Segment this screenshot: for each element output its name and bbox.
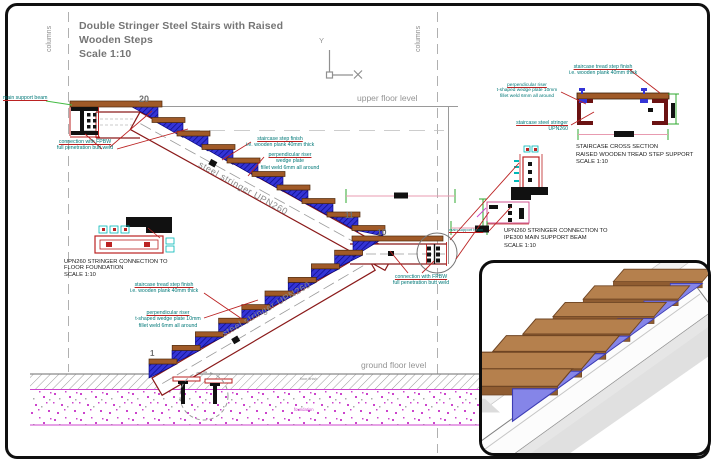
foundation-label: foundation xyxy=(294,407,314,412)
fpbw-connection-label-right: connection with FPBW full penetration bu… xyxy=(392,274,450,287)
drawing-border-frame xyxy=(5,3,710,459)
cs-tread-finish-label: staircase tread step finish i.e. wooden … xyxy=(568,64,638,77)
ground-floor-level-label: ground floor level xyxy=(361,360,427,370)
foundation-detail-caption: UPN260 STRINGER CONNECTION TO FLOOR FOUN… xyxy=(64,259,168,278)
main-support-beam-label-left: main support beam xyxy=(3,95,48,101)
dimension-lines xyxy=(345,189,489,235)
landing-detail-circle xyxy=(416,232,458,274)
title-line-3: Scale 1:10 xyxy=(79,48,132,60)
landing-stringer xyxy=(350,242,447,266)
main-beam-connection-detail xyxy=(45,100,100,138)
step-number-1: 1 xyxy=(150,349,155,358)
ipe300-detail-caption: UPN260 STRINGER CONNECTION TO IPE300 MAI… xyxy=(504,228,608,249)
fpbw-connection-label-left: connection with FPBW full penetration bu… xyxy=(56,139,114,152)
column-gridlines xyxy=(68,12,438,453)
column-gridline-label-left: columns xyxy=(46,25,53,52)
cs-stringer-label: staircase steel stringer UPN260 xyxy=(516,120,568,133)
title-line-2: Wooden Steps xyxy=(79,34,153,46)
step-number-20: 20 xyxy=(139,94,150,104)
step-number-11: 11 xyxy=(345,211,354,220)
riser-label-mid: perpendicular riser wedge plate fillet w… xyxy=(260,152,320,171)
axis-y-label: Y xyxy=(319,36,325,45)
tread-finish-label-lower: staircase tread step finish i.e. wooden … xyxy=(129,282,199,295)
riser-label-lower: perpendicular riser t-shaped wedge plate… xyxy=(135,310,201,329)
foundation-connection-detail xyxy=(94,217,175,254)
3d-render-inset xyxy=(479,260,711,456)
upper-floor-level-label: upper floor level xyxy=(357,93,418,103)
step-finish-label-mid: staircase step finish i.e. wooden plank … xyxy=(245,136,315,149)
upper-flight-steps xyxy=(69,100,386,237)
stringer-foot-detail xyxy=(172,371,233,421)
floor-finish-label: floor finish xyxy=(300,377,318,381)
drawing-title: Double Stringer Steel Stairs with Raised… xyxy=(79,19,283,61)
xy-axis-icon xyxy=(325,50,363,79)
main-support-beam-label-right: main support beam xyxy=(449,227,484,232)
ipe300-connection-detail xyxy=(476,145,548,230)
title-line-1: Double Stringer Steel Stairs with Raised xyxy=(79,20,284,32)
lower-flight-steps xyxy=(148,235,444,379)
cs-riser-label: perpendicular riser t-shaped wedge plate… xyxy=(496,83,558,99)
cross-section-caption: STAIRCASE CROSS SECTION RAISED WOODEN TR… xyxy=(576,144,694,166)
step-number-10: 10 xyxy=(377,227,387,237)
upper-stringer xyxy=(129,111,396,272)
leader-lines xyxy=(84,69,661,320)
3d-stairs-render xyxy=(482,263,708,453)
column-gridline-label-right: columns xyxy=(415,25,422,52)
cross-section-detail xyxy=(576,88,679,140)
3d-steps xyxy=(482,268,708,423)
stringer-stub xyxy=(95,111,162,139)
